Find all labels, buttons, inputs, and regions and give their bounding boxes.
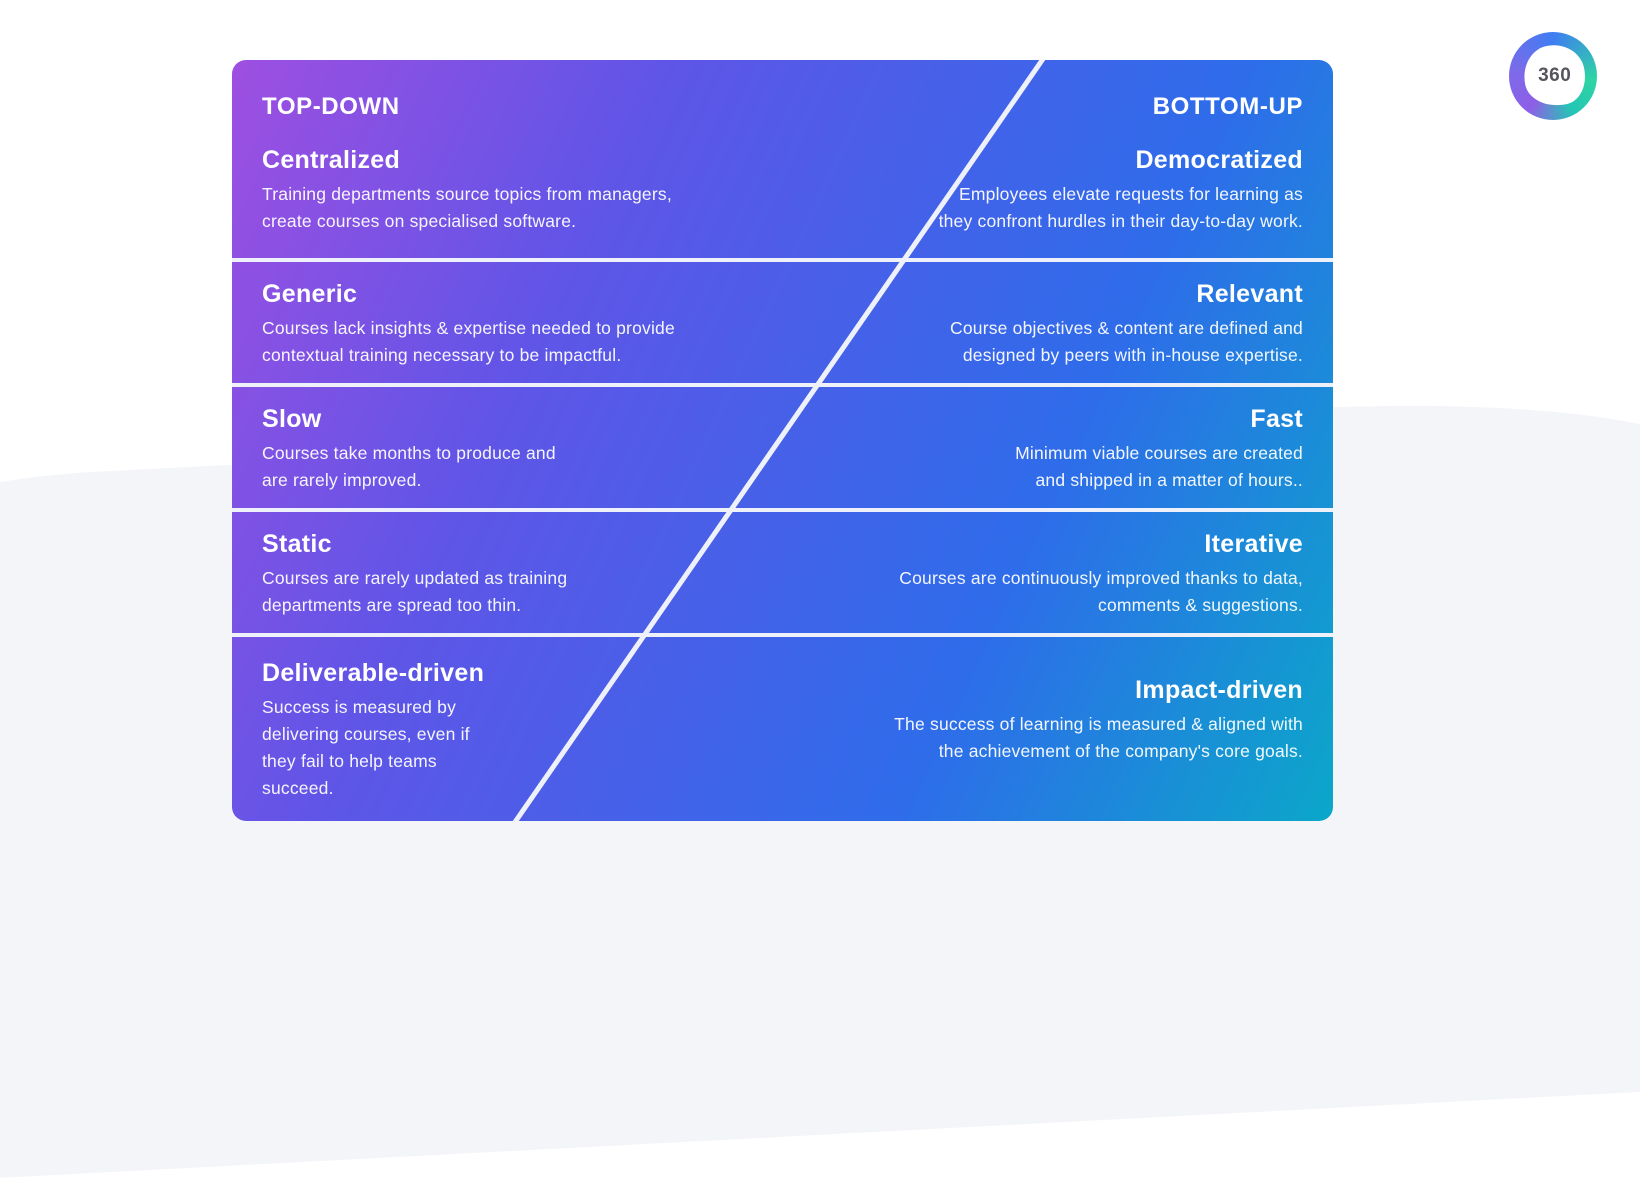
row-title-centralized: Centralized — [262, 146, 401, 174]
comparison-rows: TOP-DOWN Centralized Training department… — [232, 60, 1333, 821]
row-title-iterative: Iterative — [1204, 530, 1303, 558]
row-text-slow: Courses take months to produce and are r… — [262, 443, 556, 490]
row-title-static: Static — [262, 530, 332, 558]
cell-fast: Fast Minimum viable courses are created … — [1015, 387, 1333, 508]
cell-bottom-up: BOTTOM-UP Democratized Employees elevate… — [939, 60, 1333, 258]
comparison-row-slow-fast: Slow Courses take months to produce and … — [232, 387, 1333, 512]
column-header-bottom-up: BOTTOM-UP — [1152, 93, 1303, 120]
cell-top-down: TOP-DOWN Centralized Training department… — [232, 60, 672, 258]
row-text-democratized: Employees elevate requests for learning … — [938, 184, 1303, 231]
row-text-generic: Courses lack insights & expertise needed… — [262, 318, 675, 365]
row-title-democratized: Democratized — [1135, 146, 1303, 174]
row-title-relevant: Relevant — [1196, 280, 1303, 308]
comparison-row-centralized-democratized: TOP-DOWN Centralized Training department… — [232, 60, 1333, 262]
cell-deliverable-driven: Deliverable-driven Success is measured b… — [232, 637, 484, 821]
row-title-impact-driven: Impact-driven — [1135, 676, 1303, 704]
row-title-slow: Slow — [262, 405, 322, 433]
column-header-top-down: TOP-DOWN — [262, 93, 400, 120]
row-text-impact-driven: The success of learning is measured & al… — [894, 714, 1303, 761]
row-title-generic: Generic — [262, 280, 358, 308]
row-text-centralized: Training departments source topics from … — [262, 184, 672, 231]
cell-generic: Generic Courses lack insights & expertis… — [232, 262, 675, 383]
360learning-logo-label: 360 — [1537, 64, 1572, 86]
row-text-iterative: Courses are continuously improved thanks… — [899, 568, 1303, 615]
cell-relevant: Relevant Course objectives & content are… — [950, 262, 1333, 383]
row-text-deliverable-driven: Success is measured by delivering course… — [262, 697, 470, 798]
row-text-relevant: Course objectives & content are defined … — [950, 318, 1303, 365]
cell-iterative: Iterative Courses are continuously impro… — [899, 512, 1333, 633]
cell-impact-driven: Impact-driven The success of learning is… — [894, 637, 1333, 821]
comparison-card: TOP-DOWN Centralized Training department… — [232, 60, 1333, 821]
row-title-deliverable-driven: Deliverable-driven — [262, 659, 485, 687]
360learning-logo: 360 — [1509, 32, 1597, 120]
row-text-fast: Minimum viable courses are created and s… — [1015, 443, 1303, 490]
cell-static: Static Courses are rarely updated as tra… — [232, 512, 567, 633]
row-text-static: Courses are rarely updated as training d… — [262, 568, 568, 615]
comparison-row-deliverable-impact: Deliverable-driven Success is measured b… — [232, 637, 1333, 821]
cell-slow: Slow Courses take months to produce and … — [232, 387, 556, 508]
comparison-row-static-iterative: Static Courses are rarely updated as tra… — [232, 512, 1333, 637]
comparison-row-generic-relevant: Generic Courses lack insights & expertis… — [232, 262, 1333, 387]
360learning-logo-inner-blob: 360 — [1518, 38, 1591, 112]
row-title-fast: Fast — [1250, 405, 1303, 433]
